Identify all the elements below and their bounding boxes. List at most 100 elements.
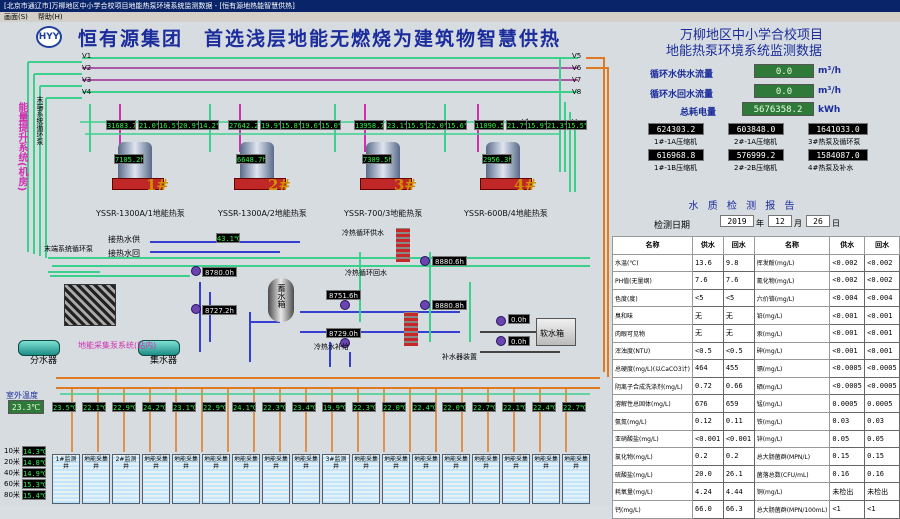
outdoor-temp-label: 室外温度 <box>6 391 38 400</box>
well-temp: 22.0℃ <box>382 402 406 412</box>
pump-icon[interactable] <box>340 300 350 310</box>
well-shaft[interactable] <box>52 454 80 504</box>
meter-2a-value: 603848.0 <box>728 123 784 135</box>
well-shaft[interactable] <box>532 454 560 504</box>
wq-param-value: <0.002 <box>864 271 900 290</box>
well-shaft[interactable] <box>382 454 410 504</box>
water-report-title: 水 质 检 测 报 告 <box>688 201 798 212</box>
wq-param-value: <0.001 <box>864 341 900 361</box>
heat-pump-number: 1# <box>146 176 170 194</box>
heat-pump-run-hours: 7105.2h <box>114 154 144 164</box>
water-pump-2: 0.0h <box>508 336 530 346</box>
menu-help[interactable]: 帮助(H) <box>37 13 63 21</box>
wq-param-name: PH值(无量纲) <box>612 271 693 290</box>
well-shaft[interactable] <box>562 454 590 504</box>
pump-icon[interactable] <box>340 338 350 348</box>
wq-param-name: 铅(mg/L) <box>753 306 831 325</box>
well-water <box>83 455 109 503</box>
pump-icon[interactable] <box>496 336 506 346</box>
heat-pump-top-hours: 31683.7h <box>106 120 136 130</box>
well-shaft[interactable] <box>142 454 170 504</box>
pump-icon[interactable] <box>496 316 506 326</box>
heat-pump-top-hours: 11090.5h <box>474 120 504 130</box>
wq-param-value: 455 <box>722 359 755 378</box>
report-day[interactable]: 26 <box>806 215 830 227</box>
report-month-unit: 月 <box>794 219 802 228</box>
valve-v2[interactable]: V2 <box>82 64 92 72</box>
depth-label: 80米 <box>4 491 20 499</box>
menu-screen[interactable]: 画面(S) <box>4 13 28 21</box>
temperature-reading: 15.5℃ <box>566 120 587 130</box>
well-shaft[interactable] <box>412 454 440 504</box>
heat-pump-run-hours: 2956.3h <box>482 154 512 164</box>
pump-icon[interactable] <box>191 266 201 276</box>
wq-param-value: 7.6 <box>691 271 724 290</box>
valve-v7[interactable]: V7 <box>572 76 582 84</box>
col-supply-2: 供水 <box>829 236 866 255</box>
valve-v4[interactable]: V4 <box>82 88 92 96</box>
well-temp: 22.1℃ <box>82 402 106 412</box>
wq-param-value: 0.05 <box>864 429 900 449</box>
wq-param-value: 464 <box>691 359 724 378</box>
well-shaft[interactable] <box>112 454 140 504</box>
wq-param-name: 六价铬(mg/L) <box>753 288 831 308</box>
valve-v1[interactable]: V1 <box>82 52 92 60</box>
well-label: 地能采集井 <box>263 456 288 470</box>
valve-v8[interactable]: V8 <box>572 88 582 96</box>
wq-param-name: 总大肠菌群(MPN/L) <box>753 447 831 466</box>
meter-1b-label: 1#-1B压缩机 <box>654 164 698 172</box>
heat-pump-base <box>480 178 532 190</box>
meter-1b-value: 616968.8 <box>648 149 704 161</box>
report-date-label: 检测日期 <box>654 221 691 231</box>
wq-param-value: <0.004 <box>864 288 900 308</box>
pump-icon[interactable] <box>191 304 201 314</box>
pump-1-hours: 8780.0h <box>202 267 237 277</box>
well-shaft[interactable] <box>202 454 230 504</box>
valve-v3[interactable]: V3 <box>82 76 92 84</box>
well-shaft[interactable] <box>232 454 260 504</box>
cold-supply-label: 冷热循环供水 <box>342 229 384 237</box>
well-temp: 22.1℃ <box>502 402 526 412</box>
well-shaft[interactable] <box>442 454 470 504</box>
temperature-reading: 15.9℃ <box>526 120 547 130</box>
well-shaft[interactable] <box>352 454 380 504</box>
power-value: 5676358.2 <box>742 102 814 116</box>
ground-collector-icon <box>64 284 116 326</box>
soft-water-tank-icon <box>536 318 576 346</box>
report-year[interactable]: 2019 <box>720 215 754 227</box>
soft-tank-label: 软水箱 <box>540 329 564 338</box>
well-shaft[interactable] <box>262 454 290 504</box>
wq-param-name: 总硬度(mg/L)(以CaCO3计) <box>612 359 693 378</box>
report-month[interactable]: 12 <box>768 215 792 227</box>
well-temp: 22.4℃ <box>412 402 436 412</box>
project-title: 万柳地区中小学合校项目 <box>680 28 824 43</box>
wq-param-name: 总大肠菌群(MPN/100mL) <box>753 499 831 519</box>
well-shaft[interactable] <box>472 454 500 504</box>
pump-icon[interactable] <box>420 256 430 266</box>
well-temp: 22.4℃ <box>532 402 556 412</box>
temperature-reading: 15.5℃ <box>406 120 427 130</box>
well-shaft[interactable] <box>502 454 530 504</box>
well-shaft[interactable] <box>172 454 200 504</box>
return-flow-value: 0.0 <box>754 84 814 98</box>
well-shaft[interactable] <box>292 454 320 504</box>
pump-icon[interactable] <box>420 300 430 310</box>
depth-temp: 15.3℃ <box>22 479 46 489</box>
well-temp: 22.9℃ <box>202 402 226 412</box>
well-water <box>323 455 349 503</box>
heat-pump-number: 2# <box>268 176 292 194</box>
valve-v5[interactable]: V5 <box>572 52 582 60</box>
wq-param-name: 氯化物(mg/L) <box>612 447 693 466</box>
well-label: 地能采集井 <box>473 456 498 470</box>
well-water <box>443 455 469 503</box>
well-shaft[interactable] <box>82 454 110 504</box>
valve-v6[interactable]: V6 <box>572 64 582 72</box>
pump-a-hours: 8751.6h <box>326 290 361 300</box>
well-temp: 22.9℃ <box>112 402 136 412</box>
well-shaft[interactable] <box>322 454 350 504</box>
wq-param-value: <0.004 <box>829 288 866 308</box>
heat-pump-number: 3# <box>394 176 418 194</box>
well-water <box>233 455 259 503</box>
